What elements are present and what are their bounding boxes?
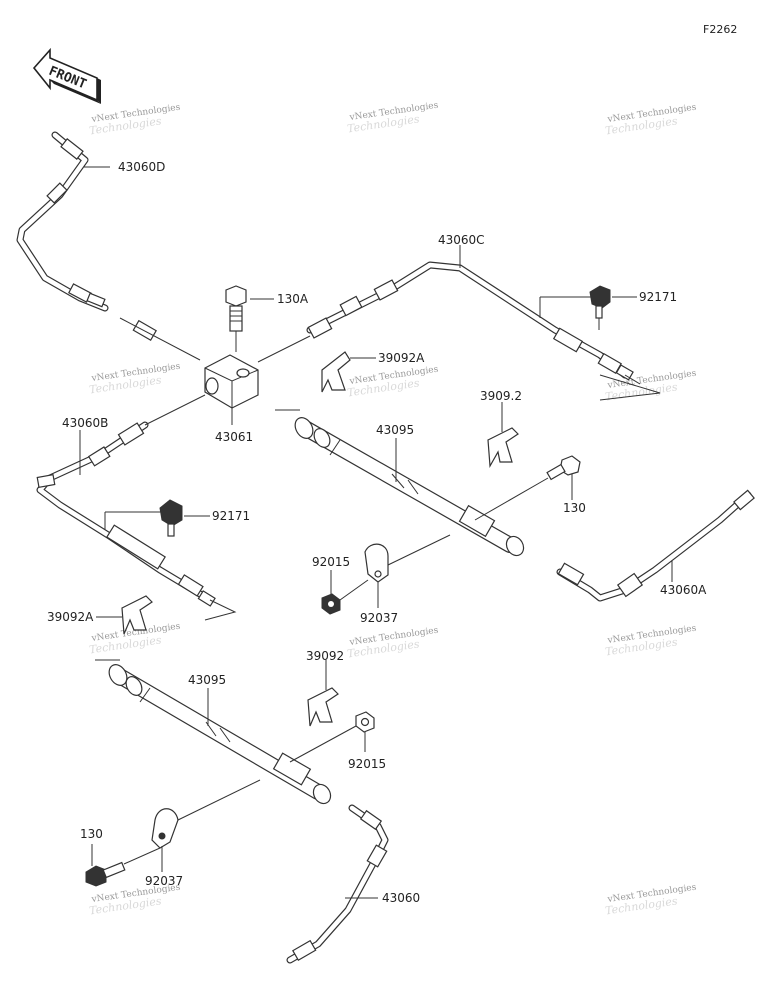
label-43061: 43061	[215, 430, 253, 444]
clamp-39092-mid[interactable]	[307, 687, 339, 727]
label-130A: 130A	[277, 292, 309, 306]
label-43060C: 43060C	[438, 233, 485, 247]
brake-hose-43095-top[interactable]	[275, 409, 527, 559]
label-43095-bottom: 43095	[188, 673, 226, 687]
figure-number: F2262	[703, 23, 737, 36]
label-43060-bottom: 43060	[382, 891, 420, 905]
label-92015-mid: 92015	[312, 555, 350, 569]
label-39092-top: 3909.2	[480, 389, 522, 403]
bolt-130-right[interactable]	[474, 455, 581, 521]
label-130-bottom: 130	[80, 827, 103, 841]
label-43060D: 43060D	[118, 160, 165, 174]
clamp-39092A-top[interactable]	[321, 351, 351, 393]
nut-92015-bottom[interactable]	[289, 711, 375, 763]
clip-92171-mid[interactable]	[159, 499, 183, 537]
label-43095-top: 43095	[376, 423, 414, 437]
clamp-39092-top[interactable]	[487, 427, 519, 468]
label-92171-top: 92171	[639, 290, 677, 304]
label-43060A: 43060A	[660, 583, 707, 597]
label-92037-bottom: 92037	[145, 874, 183, 888]
banjo-bolt-130A[interactable]	[225, 285, 247, 352]
clamp-92037-mid[interactable]	[339, 534, 451, 601]
label-92015-bottom: 92015	[348, 757, 386, 771]
label-39092A-top: 39092A	[378, 351, 425, 365]
label-92037-mid: 92037	[360, 611, 398, 625]
label-130-right: 130	[563, 501, 586, 515]
front-arrow-icon: FRONT	[32, 47, 101, 104]
brake-pipe-43060C[interactable]	[257, 261, 661, 401]
bolt-130-bottom[interactable]	[85, 847, 161, 887]
brake-pipe-43060A[interactable]	[556, 489, 755, 602]
clamp-39092A-left[interactable]	[121, 595, 153, 635]
brake-hose-43095-bottom[interactable]	[95, 659, 334, 807]
clip-92171-top[interactable]	[589, 285, 611, 330]
label-43060B: 43060B	[62, 416, 108, 430]
nut-92015-mid[interactable]	[321, 593, 341, 615]
label-39092-mid: 39092	[306, 649, 344, 663]
brake-pipe-43060D[interactable]	[16, 131, 201, 361]
brake-pipe-43060-bottom[interactable]	[286, 804, 389, 964]
clamp-92037-bottom[interactable]	[151, 779, 261, 849]
brake-pipe-43060B[interactable]	[36, 394, 237, 621]
label-92171-mid: 92171	[212, 509, 250, 523]
junction-block-43061[interactable]	[204, 354, 259, 425]
label-39092A-left: 39092A	[47, 610, 94, 624]
